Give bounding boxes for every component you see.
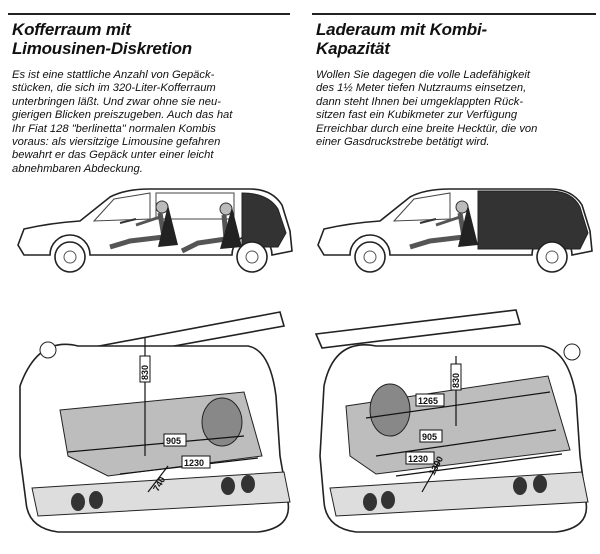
left-paragraph: Es ist eine stattliche Anzahl von Gepäck… (12, 69, 297, 176)
right-line-2: des 1½ Meter tiefen Nutzraums einsetzen, (316, 82, 527, 95)
right-line-1: Wollen Sie dagegen die volle Ladefähigke… (316, 69, 530, 81)
left-line-4: gierigen Blicken preiszugeben. Auch das … (12, 109, 233, 122)
right-dim-length: 1230 (408, 454, 428, 464)
left-heading-line-2: Limousinen-Diskretion (12, 39, 192, 58)
left-dim-height: 830 (140, 365, 150, 380)
left-line-3: unterbringen läßt. Und zwar ohne sie neu… (12, 95, 221, 108)
left-line-5: Ihr Fiat 128 "berlinetta" normalen Kombi… (12, 122, 216, 135)
left-line-2: stücken, die sich im 320-Liter-Kofferrau… (12, 82, 216, 95)
left-tail-lights (71, 475, 255, 511)
right-line-4: sitzen fast ein Kubikmeter zur Verfügung (316, 109, 518, 122)
right-line-3: dann steht Ihnen bei umgeklappten Rück- (316, 95, 524, 108)
right-cargo-rear-illustration: 830 1265 905 1230 1300 (314, 309, 589, 533)
left-heading: Kofferraum mit Limousinen-Diskretion (12, 20, 192, 58)
left-line-6: voraus: als viersitzige Limousine gefahr… (12, 136, 221, 149)
right-line-5: Erreichbar durch eine breite Hecktür, di… (316, 122, 538, 135)
right-dim-width: 905 (422, 432, 437, 442)
right-heading: Laderaum mit Kombi- Kapazität (316, 20, 487, 58)
right-car-side-illustration (317, 188, 593, 273)
left-top-rule (8, 13, 290, 15)
left-heading-line-1: Kofferraum mit (12, 20, 131, 39)
left-line-7: bewahrt er das Gepäck unter einer leicht (12, 149, 214, 162)
right-paragraph: Wollen Sie dagegen die volle Ladefähigke… (316, 69, 596, 149)
left-dim-width: 905 (166, 436, 181, 446)
right-heading-line-1: Laderaum mit Kombi- (316, 20, 487, 39)
right-top-rule (312, 13, 596, 15)
left-line-1: Es ist eine stattliche Anzahl von Gepäck… (12, 69, 215, 81)
left-line-8: abnehmbaren Abdeckung. (12, 162, 143, 175)
right-heading-line-2: Kapazität (316, 39, 390, 58)
left-dim-length: 1230 (184, 458, 204, 468)
left-car-side-illustration (17, 188, 293, 273)
right-dim-height: 830 (451, 373, 461, 388)
right-dim-length-top: 1265 (418, 396, 438, 406)
right-tail-lights (363, 475, 547, 511)
left-boot-rear-illustration: 830 905 1230 740 (19, 311, 291, 533)
right-line-6: einer Gasdruckstrebe betätigt wird. (316, 136, 490, 149)
